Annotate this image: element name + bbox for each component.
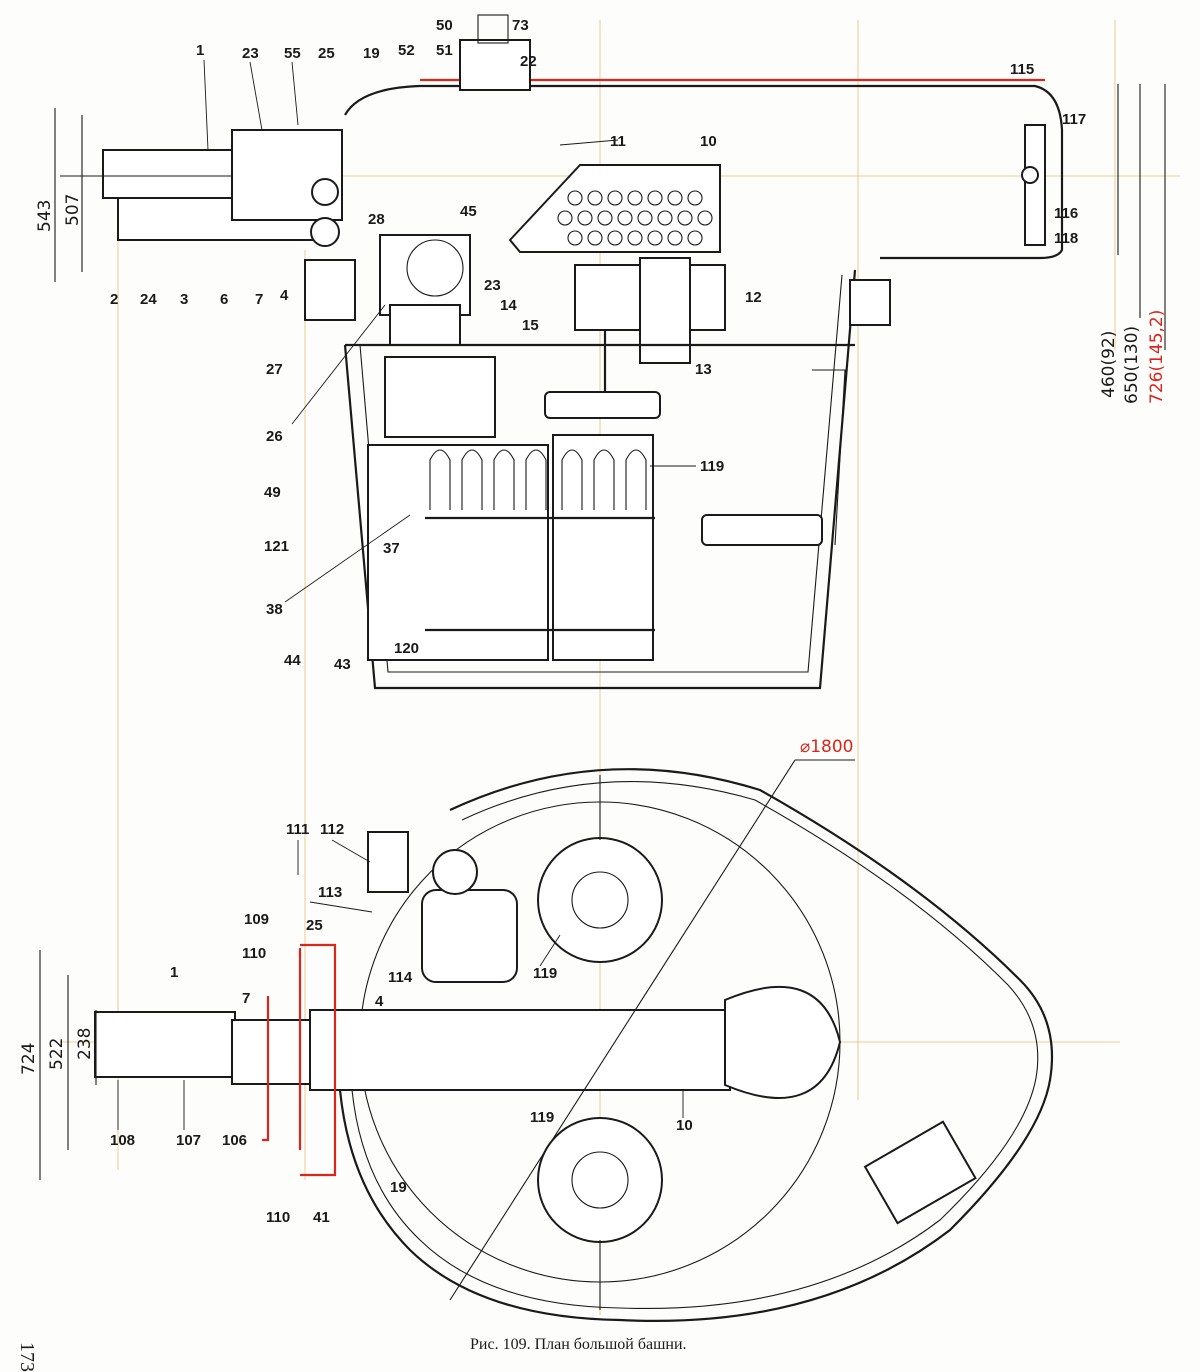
label: 55 xyxy=(284,45,301,62)
label: 108 xyxy=(110,1132,135,1149)
label: 44 xyxy=(284,652,301,669)
label: 115 xyxy=(1010,61,1034,78)
dim-650: 650(130) xyxy=(1122,326,1142,404)
label: 10 xyxy=(676,1117,693,1134)
dim-diameter-1800: ⌀1800 xyxy=(800,737,854,757)
label: 117 xyxy=(1062,111,1086,128)
label: 41 xyxy=(313,1209,330,1226)
label: 119 xyxy=(700,458,724,475)
label: 73 xyxy=(512,17,529,34)
label: 114 xyxy=(388,969,413,986)
label: 110 xyxy=(242,945,266,962)
label: 106 xyxy=(222,1132,247,1149)
side-section xyxy=(60,14,1064,690)
dim-507: 507 xyxy=(63,194,83,226)
label: 27 xyxy=(266,361,283,378)
label: 4 xyxy=(280,287,289,304)
label: 2 xyxy=(110,291,118,308)
label: 51 xyxy=(436,42,453,59)
label: 45 xyxy=(460,203,477,220)
label: 111 xyxy=(286,821,309,838)
dim-238: 238 xyxy=(75,1028,95,1060)
lower-dimensions: 724 522 238 ⌀1800 xyxy=(19,737,854,1180)
label: 112 xyxy=(320,821,344,838)
label: 109 xyxy=(244,911,269,928)
side-section-labels: 1 23 55 25 19 52 50 51 73 22 11 10 115 1… xyxy=(110,17,1086,673)
label: 19 xyxy=(390,1179,407,1196)
label: 6 xyxy=(220,291,228,308)
label: 119 xyxy=(533,965,557,982)
label: 1 xyxy=(196,42,204,59)
label: 43 xyxy=(334,656,351,673)
label: 25 xyxy=(318,45,335,62)
label: 116 xyxy=(1054,205,1078,222)
dim-543: 543 xyxy=(35,200,55,232)
label: 23 xyxy=(242,45,259,62)
label: 50 xyxy=(436,17,453,34)
label: 4 xyxy=(375,993,384,1010)
label: 24 xyxy=(140,291,157,308)
label: 10 xyxy=(700,133,717,150)
figure-caption: Рис. 109. План большой башни. xyxy=(470,1336,687,1353)
upper-dimensions: 543 507 460(92) 650(130) 726(145,2) xyxy=(35,84,1167,404)
dim-724: 724 xyxy=(19,1043,39,1075)
label: 19 xyxy=(363,45,380,62)
label: 110 xyxy=(266,1209,290,1226)
dim-726: 726(145,2) xyxy=(1147,310,1167,404)
label: 15 xyxy=(522,317,539,334)
label: 118 xyxy=(1054,230,1078,247)
dim-460: 460(92) xyxy=(1099,331,1119,398)
label: 119 xyxy=(530,1109,554,1126)
label: 121 xyxy=(264,538,289,555)
plan-view xyxy=(94,759,1054,1322)
label: 12 xyxy=(745,289,762,306)
label: 7 xyxy=(255,291,263,308)
label: 26 xyxy=(266,428,283,445)
label: 49 xyxy=(264,484,281,501)
label: 13 xyxy=(695,361,712,378)
label: 28 xyxy=(368,211,385,228)
label: 14 xyxy=(500,297,517,314)
label: 23 xyxy=(484,277,501,294)
label: 22 xyxy=(520,53,537,70)
label: 52 xyxy=(398,42,415,59)
plan-view-labels: 111 112 113 109 25 110 1 7 4 114 119 10 … xyxy=(110,821,693,1226)
label: 1 xyxy=(170,964,178,981)
label: 113 xyxy=(318,884,342,901)
label: 107 xyxy=(176,1132,201,1149)
label: 120 xyxy=(394,640,419,657)
label: 37 xyxy=(383,540,400,557)
label: 38 xyxy=(266,601,283,618)
label: 25 xyxy=(306,917,323,934)
label: 3 xyxy=(180,291,188,308)
dim-522: 522 xyxy=(47,1038,67,1070)
label: 7 xyxy=(242,990,250,1007)
shell-rack xyxy=(425,449,655,632)
ammo-rack-holes xyxy=(557,190,713,246)
label: 11 xyxy=(610,133,626,150)
